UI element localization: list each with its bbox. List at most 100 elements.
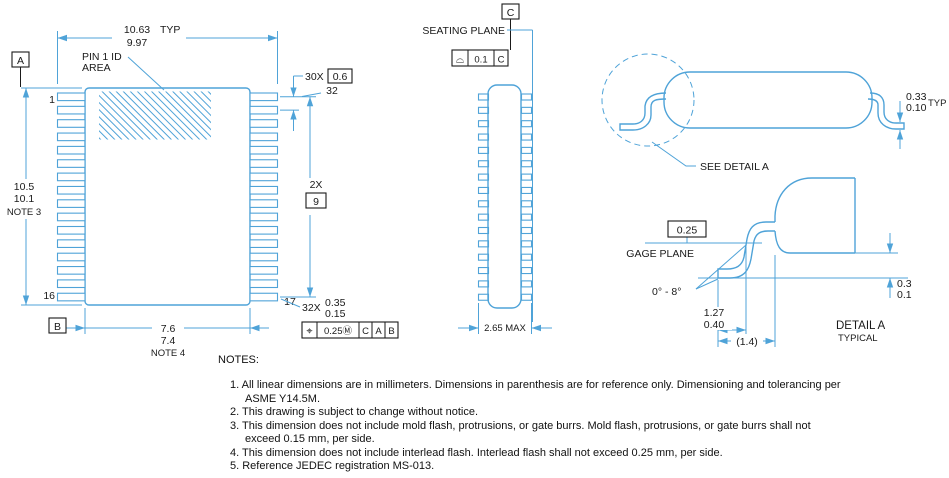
side-view: C SEATING PLANE ⌓ 0.1 C 2.65 MAX (422, 3, 552, 334)
datum-a-label: A (17, 55, 24, 67)
flatness-symbol-icon: ⌓ (456, 54, 465, 66)
dim-text-bg (152, 321, 184, 333)
side-view-leads-left (477, 93, 490, 301)
pitch-count: 30X (305, 71, 324, 83)
dim-max-height: 2.65 MAX (484, 323, 526, 334)
detail-a-balloon-circle (601, 53, 695, 147)
pin (56, 145, 86, 155)
note-item-5: 5. Reference JEDEC registration MS-013. (230, 460, 435, 472)
datum-c-box (501, 3, 520, 20)
top-view-pins-right (249, 92, 279, 302)
pin (56, 92, 86, 102)
span-value: 9 (313, 196, 319, 208)
note-item-2: 2. This drawing is subject to change wit… (230, 406, 479, 418)
see-detail-leader (651, 141, 696, 167)
pin (477, 186, 490, 194)
pin (477, 213, 490, 221)
pin (56, 279, 86, 289)
pin (56, 105, 86, 115)
pin1-leader (127, 56, 165, 91)
pin (249, 159, 279, 168)
pin (56, 265, 86, 275)
pin (477, 293, 490, 301)
pin (56, 292, 86, 302)
detail-body-lower-edge (774, 230, 855, 254)
dim-text-bg (698, 307, 732, 330)
pin (520, 173, 533, 181)
side-view-leads-right (520, 93, 533, 301)
pin-number-32: 32 (326, 85, 338, 97)
pin (249, 92, 279, 102)
detail-body-upper-edge (774, 177, 855, 222)
pin (477, 266, 490, 275)
fcf-datum-b: B (388, 326, 394, 337)
position-symbol-icon: ⌖ (306, 326, 312, 338)
pin (477, 146, 490, 154)
pin (477, 133, 490, 141)
notes-section: NOTES: 1. All linear dimensions are in m… (218, 354, 848, 474)
pin (249, 119, 279, 128)
pin (520, 186, 533, 194)
angle-leader-2 (695, 278, 719, 290)
flatness-datum: C (498, 55, 505, 66)
pin (56, 212, 86, 222)
pin (477, 200, 490, 208)
dim-foot-lower: 0.40 (704, 319, 725, 331)
pin (56, 252, 86, 262)
right-gullwing-lead (867, 92, 905, 130)
seating-plane-label: SEATING PLANE (422, 25, 505, 37)
pitch-basic-box (327, 68, 353, 84)
side-body-outline (487, 84, 522, 309)
top-view: 10.63 TYP 9.97 PIN 1 ID AREA 10.5 10.1 N… (4, 23, 399, 359)
pitch-value: 0.6 (333, 71, 348, 83)
datum-b-box (48, 317, 67, 334)
position-fcf: ⌖ 0.25Ⓜ C A B (301, 321, 399, 339)
pin (477, 253, 490, 261)
dim-width-typ: TYP (160, 24, 180, 36)
pin (249, 132, 279, 142)
pin (249, 252, 279, 262)
pin (249, 172, 279, 182)
pin (56, 199, 86, 208)
pin (56, 185, 86, 195)
dim-text-bg (4, 179, 48, 219)
pin (56, 119, 86, 128)
pin (520, 146, 533, 154)
pin1-id-label-1: PIN 1 ID (82, 51, 122, 63)
left-gullwing-lead (619, 92, 667, 131)
profile-body-outline (663, 71, 873, 129)
pin1-id-label-2: AREA (82, 62, 111, 74)
detail-lead-outline (717, 221, 775, 279)
dim-text-bg (112, 23, 186, 49)
pin (56, 172, 86, 182)
mechanical-drawing: 10.63 TYP 9.97 PIN 1 ID AREA 10.5 10.1 N… (4, 3, 947, 359)
pin (477, 240, 490, 248)
dim-width-upper: 10.63 (124, 24, 150, 36)
detail-a-subtitle: TYPICAL (838, 333, 878, 344)
fcf-datum-a: A (375, 326, 382, 337)
dim-length-lower: 10.1 (14, 193, 35, 205)
flatness-fcf: ⌓ 0.1 C (451, 49, 509, 67)
pin (520, 240, 533, 248)
pin (477, 160, 490, 168)
pin1-id-hatch-area (99, 91, 211, 140)
pin (249, 105, 279, 115)
dim-standoff-upper: 0.3 (897, 278, 912, 290)
dim-thickness-upper: 0.33 (906, 91, 927, 103)
pin (520, 280, 533, 288)
pin (520, 293, 533, 301)
notes-heading: NOTES: (218, 354, 259, 366)
pin (477, 120, 490, 128)
pin (249, 145, 279, 155)
pin (56, 239, 86, 249)
pin (520, 200, 533, 208)
detail-a-title: DETAIL A (836, 320, 886, 332)
pin-number-1: 1 (49, 94, 55, 106)
pin32-leader (301, 92, 322, 97)
pin (520, 120, 533, 128)
fcf-tolerance: 0.25Ⓜ (324, 326, 352, 337)
flatness-tolerance: 0.1 (474, 55, 487, 66)
dim-thickness-lower: 0.10 (906, 102, 927, 114)
span-count: 2X (310, 179, 323, 191)
lead-width-leader (280, 298, 301, 308)
